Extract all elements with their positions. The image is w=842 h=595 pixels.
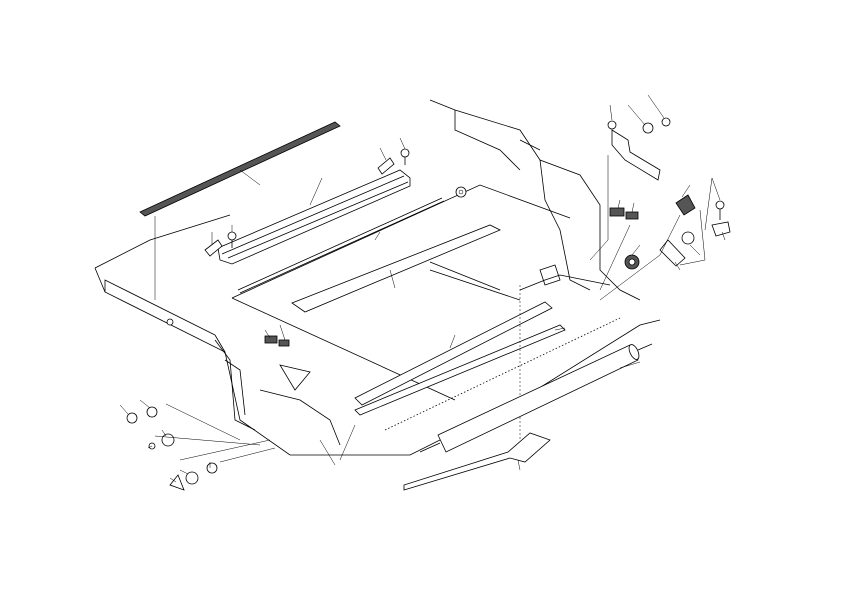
gear-icon	[148, 433, 175, 450]
spring	[384, 317, 621, 431]
rail-bracket	[204, 157, 411, 265]
sheet-film	[291, 224, 501, 313]
glass-strip	[139, 121, 341, 300]
screw-icon	[715, 200, 725, 220]
guide-plate	[354, 285, 566, 440]
bottom-sheet	[403, 432, 551, 491]
gear-icon	[681, 231, 695, 245]
shaft	[237, 197, 445, 294]
base-frame	[94, 99, 661, 456]
screw-icon	[607, 117, 671, 134]
bushing-icon	[126, 406, 158, 424]
gear-icon	[169, 462, 218, 491]
leader-lines	[119, 94, 726, 483]
small-parts	[126, 117, 731, 491]
gear-icon	[624, 254, 640, 270]
roller	[419, 343, 653, 453]
screw-icon	[400, 148, 410, 165]
bushing-icon	[455, 186, 467, 198]
